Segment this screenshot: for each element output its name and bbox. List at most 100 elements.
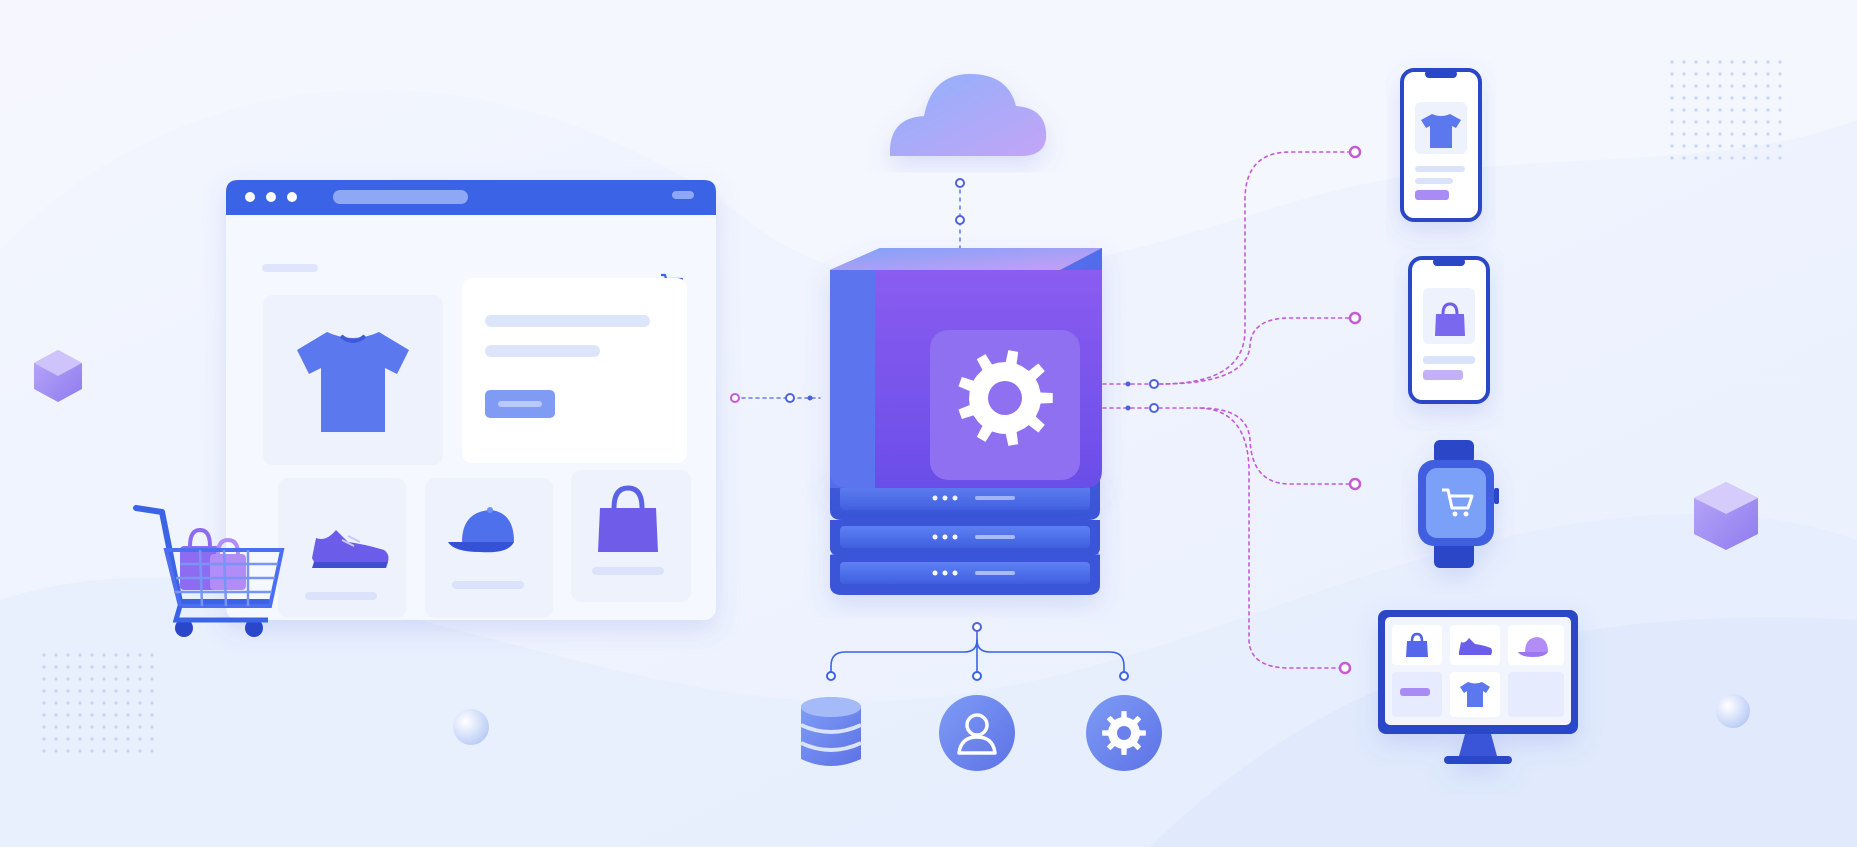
grid-dot [126, 689, 130, 693]
api-core-cube [830, 248, 1102, 488]
grid-dot [150, 701, 154, 705]
smartwatch-device [1418, 440, 1499, 568]
grid-dot [1694, 84, 1698, 88]
grid-dot [1694, 120, 1698, 124]
grid-dot [1730, 120, 1734, 124]
grid-dot [66, 725, 70, 729]
gear-hole [1117, 726, 1131, 740]
browser-title-bar [226, 180, 716, 215]
grid-dot [102, 737, 106, 741]
grid-dot [150, 725, 154, 729]
desktop-monitor-device [1378, 610, 1578, 764]
grid-dot [42, 677, 46, 681]
grid-dot [42, 689, 46, 693]
grid-dot [1730, 132, 1734, 136]
grid-dot [78, 749, 82, 753]
grid-dot [1694, 96, 1698, 100]
sphere-decoration [453, 709, 489, 745]
sneaker-icon [312, 530, 389, 568]
grid-dot [102, 725, 106, 729]
grid-dot [1694, 132, 1698, 136]
grid-dot [138, 665, 142, 669]
grid-dot [1766, 108, 1770, 112]
grid-dot [1766, 132, 1770, 136]
grid-dot [1778, 84, 1782, 88]
grid-dot [1682, 108, 1686, 112]
grid-dot [1706, 132, 1710, 136]
grid-dot [42, 665, 46, 669]
grid-dot [1754, 144, 1758, 148]
grid-dot [54, 701, 58, 705]
grid-dot [1682, 144, 1686, 148]
grid-dot [1718, 144, 1722, 148]
grid-dot [138, 677, 142, 681]
grid-dot [54, 737, 58, 741]
grid-dot [1694, 144, 1698, 148]
grid-dot [66, 653, 70, 657]
grid-dot [150, 713, 154, 717]
grid-dot [78, 653, 82, 657]
grid-dot [1754, 72, 1758, 76]
gear-icon [958, 350, 1053, 446]
grid-dot [1682, 60, 1686, 64]
text-placeholder [485, 315, 650, 327]
grid-dot [90, 725, 94, 729]
grid-dot [1718, 156, 1722, 160]
grid-dot [1766, 96, 1770, 100]
grid-dot [1742, 84, 1746, 88]
grid-dot [1706, 108, 1710, 112]
phone-device [1400, 68, 1482, 222]
cloud-icon [889, 74, 1047, 156]
grid-dot [1706, 84, 1710, 88]
grid-dot [102, 749, 106, 753]
grid-dot [54, 677, 58, 681]
grid-dot [126, 665, 130, 669]
database-icon [800, 697, 862, 766]
grid-dot [90, 665, 94, 669]
connector-lines [734, 151, 1356, 677]
connector-desktop [1199, 407, 1346, 669]
grid-dot [102, 677, 106, 681]
user-icon [939, 695, 1015, 771]
grid-dot [126, 653, 130, 657]
grid-dot [1730, 84, 1734, 88]
shopping-cart-icon [1442, 488, 1474, 517]
grid-dot [1706, 156, 1710, 160]
grid-dot [138, 653, 142, 657]
grid-dot [102, 653, 106, 657]
grid-dot [1718, 72, 1722, 76]
grid-dot [1742, 108, 1746, 112]
grid-dot [1670, 156, 1674, 160]
grid-dot [1694, 156, 1698, 160]
grid-dot [78, 713, 82, 717]
grid-dot [54, 653, 58, 657]
grid-dot [1754, 120, 1758, 124]
connector-settings [976, 639, 1125, 677]
grid-dot [138, 713, 142, 717]
grid-dot [126, 725, 130, 729]
grid-dot [1754, 132, 1758, 136]
grid-dot [1706, 72, 1710, 76]
grid-dot [1730, 72, 1734, 76]
dot-grid-decoration [42, 653, 154, 753]
grid-dot [138, 701, 142, 705]
grid-dot [1718, 96, 1722, 100]
grid-dot [150, 677, 154, 681]
grid-dot [1730, 60, 1734, 64]
grid-dot [1670, 108, 1674, 112]
grid-dot [126, 749, 130, 753]
grid-dot [1742, 132, 1746, 136]
grid-dot [1754, 156, 1758, 160]
grid-dot [1766, 156, 1770, 160]
grid-dot [66, 665, 70, 669]
window-control [672, 191, 694, 199]
grid-dot [1706, 144, 1710, 148]
grid-dot [114, 665, 118, 669]
grid-dot [78, 689, 82, 693]
shopping-cart-with-bags [133, 505, 285, 637]
grid-dot [66, 677, 70, 681]
dot-grid-decoration [1670, 60, 1782, 160]
grid-dot [1742, 120, 1746, 124]
grid-dot [126, 701, 130, 705]
